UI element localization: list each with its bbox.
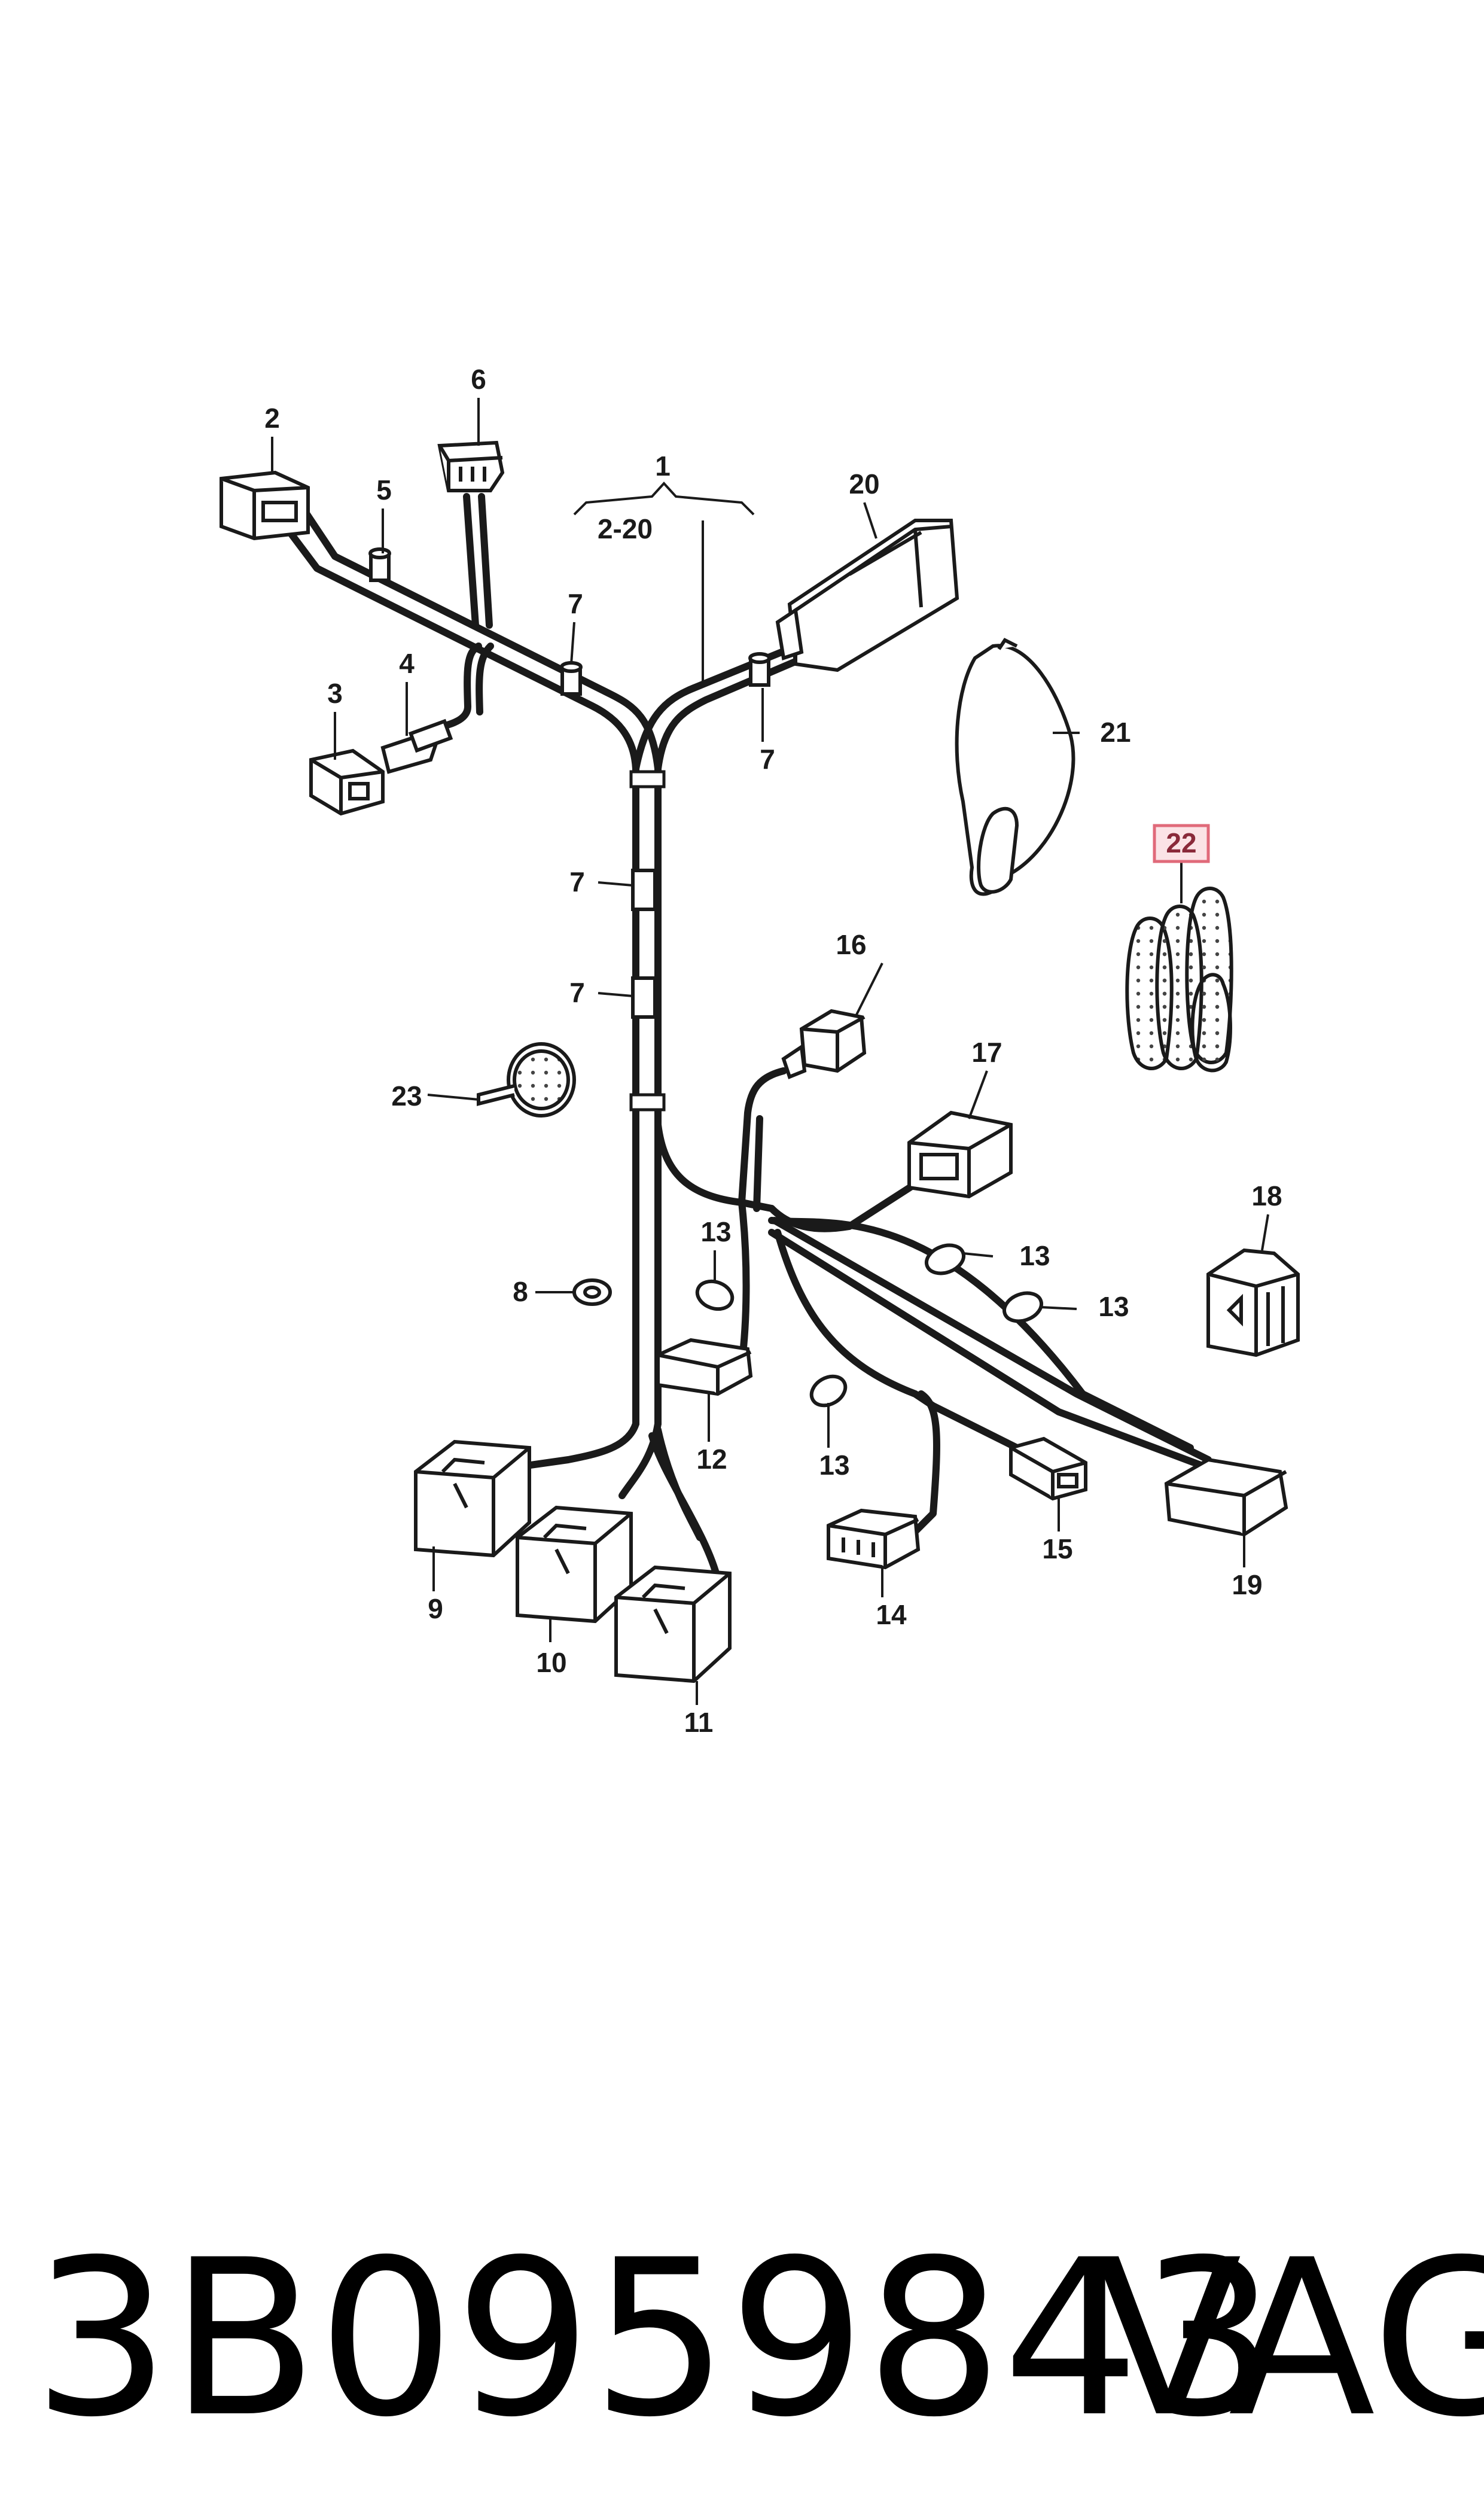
callout-8: 8	[513, 1276, 528, 1307]
grommet-23	[477, 1042, 576, 1118]
sensor-4	[380, 718, 453, 774]
connector-12	[656, 1338, 753, 1396]
seals-22	[1125, 887, 1233, 1073]
callout-17: 17	[971, 1037, 1002, 1068]
callout-9: 9	[428, 1593, 443, 1624]
connector-2	[220, 470, 310, 541]
connector-19	[1164, 1457, 1288, 1537]
cover-21	[955, 638, 1075, 896]
connector-15	[1009, 1436, 1087, 1501]
part-number-label: 3B0959843	[33, 2213, 1277, 2464]
callout-7-a: 7	[568, 588, 583, 619]
callout-11: 11	[684, 1707, 714, 1738]
callout-2: 2	[264, 403, 280, 434]
connector-17	[907, 1110, 1013, 1199]
callout-4: 4	[399, 648, 415, 679]
callout-10: 10	[536, 1647, 566, 1678]
callout-1-range: 2-20	[598, 513, 653, 544]
callout-7-d: 7	[569, 977, 585, 1008]
harness-main-cables	[278, 493, 1212, 1583]
connector-18	[1206, 1248, 1300, 1357]
callout-21: 21	[1100, 717, 1130, 748]
connector-14	[827, 1508, 921, 1570]
connector-6	[437, 440, 505, 492]
leader-lines	[271, 398, 1269, 1705]
callout-23: 23	[391, 1080, 422, 1112]
callout-7-b: 7	[760, 744, 775, 775]
callout-13-a: 13	[700, 1216, 731, 1247]
connector-9	[414, 1439, 531, 1558]
callout-7-c: 7	[569, 866, 585, 897]
callout-16: 16	[836, 929, 866, 960]
connector-11	[614, 1565, 732, 1683]
callout-15: 15	[1042, 1533, 1072, 1564]
callout-18: 18	[1251, 1180, 1282, 1211]
callout-22-highlight	[1153, 824, 1210, 863]
callout-1: 1	[655, 450, 671, 482]
callout-3: 3	[327, 678, 343, 709]
callout-13-b: 13	[1019, 1240, 1050, 1271]
control-unit-20	[775, 519, 959, 672]
callout-5: 5	[376, 474, 392, 506]
connector-10	[516, 1505, 633, 1624]
connector-16	[781, 1009, 867, 1079]
trunk-tape-bands	[629, 770, 666, 1112]
clip-8	[572, 1278, 612, 1306]
clips-13	[695, 1243, 1043, 1408]
callout-12: 12	[696, 1444, 727, 1475]
callout-6: 6	[471, 364, 486, 395]
callout-13-c: 13	[1098, 1291, 1129, 1322]
callout-22: 22	[1166, 827, 1196, 858]
clip-5	[368, 547, 391, 582]
brand-label: VAG	[1095, 2213, 1484, 2464]
connector-3	[309, 748, 385, 816]
callout-14: 14	[876, 1599, 907, 1630]
callout-13-d: 13	[819, 1450, 849, 1481]
callout-20: 20	[849, 468, 879, 500]
callout-19: 19	[1232, 1569, 1262, 1600]
